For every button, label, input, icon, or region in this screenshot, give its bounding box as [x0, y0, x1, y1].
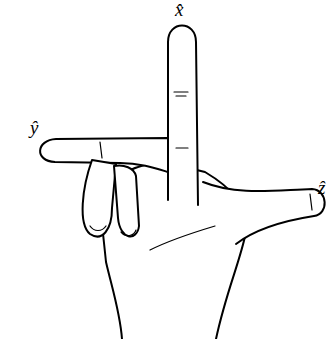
- thumb: [203, 182, 325, 244]
- knuckle-line: [176, 147, 188, 148]
- knuckle-line: [176, 95, 186, 96]
- ring-finger: [83, 160, 116, 236]
- thumb-nail: [310, 194, 312, 210]
- little-finger: [114, 165, 139, 236]
- finger-nail: [121, 230, 136, 236]
- knuckle-line: [100, 142, 102, 158]
- axis-label: ŷ: [30, 118, 38, 137]
- palm-crease: [150, 226, 215, 250]
- index-finger: [168, 26, 198, 206]
- axis-label: x̂: [175, 0, 183, 19]
- knuckle-line: [174, 91, 188, 92]
- axis-label: ẑ: [318, 178, 325, 197]
- finger-nail: [90, 226, 106, 231]
